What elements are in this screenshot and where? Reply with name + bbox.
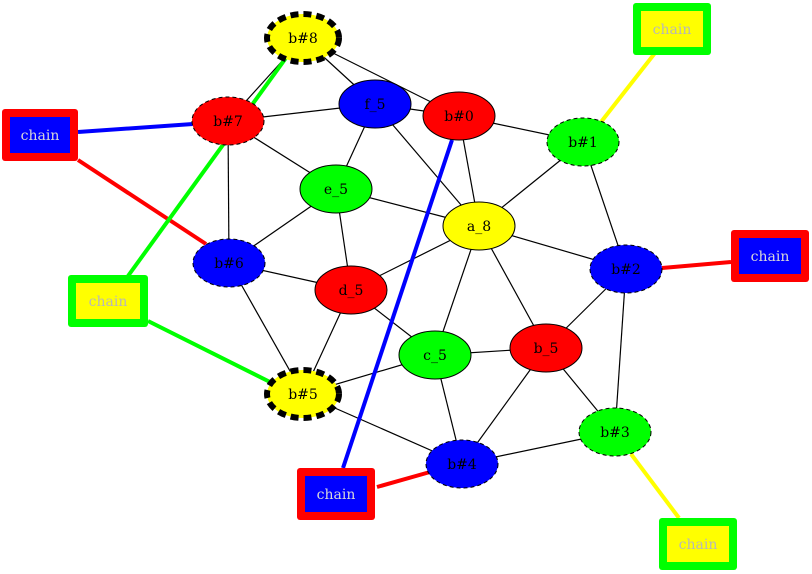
- chain-label: chain: [21, 128, 60, 144]
- node-b3[interactable]: b#3: [578, 407, 652, 457]
- node-b2[interactable]: b#2: [589, 244, 663, 294]
- node-shape-b5: [509, 323, 583, 373]
- node-shape-b7: [191, 96, 265, 146]
- node-b4[interactable]: b#4: [425, 439, 499, 489]
- chain-fill: [667, 526, 729, 562]
- chain-fill: [76, 283, 140, 319]
- chain-label: chain: [317, 487, 356, 503]
- node-label-b7: b#7: [213, 114, 243, 130]
- node-label-b1: b#1: [568, 135, 598, 151]
- node-label-bh5: b#5: [288, 387, 318, 403]
- node-label-a8: a_8: [467, 219, 491, 235]
- node-label-b8: b#8: [288, 31, 318, 47]
- nodes-layer: b#8 b#7 f_5 b#0 b#1 e_5 a_8 b#6 d_5 b#2 c_5 b_5 b#5 b…: [191, 11, 663, 489]
- node-b6[interactable]: b#6: [192, 238, 266, 288]
- node-shape-f5: [338, 79, 412, 129]
- node-shape-b0: [422, 91, 496, 141]
- node-label-f5: f_5: [364, 97, 385, 113]
- chain-box-chain_b[interactable]: chain: [297, 468, 375, 520]
- node-label-c5: c_5: [423, 348, 447, 364]
- chain-fill: [739, 238, 801, 274]
- node-e5[interactable]: e_5: [299, 164, 373, 214]
- chains-layer: chain chain chain chain chain chain: [2, 3, 809, 570]
- node-label-d5: d_5: [339, 283, 364, 299]
- node-shape-b2: [589, 244, 663, 294]
- chain-link-chain_ml-b8: [126, 49, 293, 278]
- node-label-b5: b_5: [534, 341, 559, 357]
- node-shape-bh5: [264, 367, 342, 421]
- node-c5[interactable]: c_5: [398, 330, 472, 380]
- chain-fill: [641, 11, 703, 47]
- chain-box-chain_ml[interactable]: chain: [68, 275, 148, 327]
- chain-link-chain_l-b7: [77, 122, 194, 134]
- node-b1[interactable]: b#1: [546, 117, 620, 167]
- chain-fill: [305, 476, 367, 512]
- node-shape-b8: [264, 11, 342, 65]
- chain-link-chain_tr-b1: [599, 51, 657, 124]
- node-shape-b3: [578, 407, 652, 457]
- node-label-b4: b#4: [447, 457, 477, 473]
- chain-link-chain_r-b2: [661, 260, 732, 270]
- chain-link-chain_b-b4: [376, 470, 431, 489]
- node-shape-b6: [192, 238, 266, 288]
- chain-link-chain_b-b0: [341, 139, 454, 469]
- node-d5[interactable]: d_5: [314, 265, 388, 315]
- chain-label: chain: [751, 249, 790, 265]
- chain-label: chain: [679, 537, 718, 553]
- edge-b2-b3: [614, 268, 627, 433]
- node-b5[interactable]: b_5: [509, 323, 583, 373]
- node-label-b0: b#0: [444, 109, 474, 125]
- chain-box-chain_br[interactable]: chain: [659, 518, 737, 570]
- node-label-b2: b#2: [611, 262, 641, 278]
- node-shape-d5: [314, 265, 388, 315]
- node-b8[interactable]: b#8: [264, 11, 342, 65]
- node-shape-a8: [442, 201, 516, 251]
- chain-box-chain_r[interactable]: chain: [731, 230, 809, 282]
- node-shape-b1: [546, 117, 620, 167]
- chain-label: chain: [653, 22, 692, 38]
- node-shape-b4: [425, 439, 499, 489]
- chain-links-layer: [76, 49, 732, 520]
- chain-box-chain_l[interactable]: chain: [2, 109, 78, 161]
- node-shape-e5: [299, 164, 373, 214]
- chain-link-chain_br-b3: [629, 452, 681, 520]
- chain-box-chain_tr[interactable]: chain: [633, 3, 711, 55]
- node-label-b6: b#6: [214, 256, 244, 272]
- chain-label: chain: [89, 294, 128, 310]
- node-label-e5: e_5: [324, 182, 348, 198]
- node-label-b3: b#3: [600, 425, 630, 441]
- node-b7[interactable]: b#7: [191, 96, 265, 146]
- chain-link-chain_l-b6: [76, 158, 208, 246]
- node-f5[interactable]: f_5: [338, 79, 412, 129]
- chain-link-chain_ml-bh5: [147, 319, 271, 384]
- node-shape-c5: [398, 330, 472, 380]
- node-b0[interactable]: b#0: [422, 91, 496, 141]
- node-bh5[interactable]: b#5: [264, 367, 342, 421]
- node-a8[interactable]: a_8: [442, 201, 516, 251]
- chain-fill: [10, 117, 70, 153]
